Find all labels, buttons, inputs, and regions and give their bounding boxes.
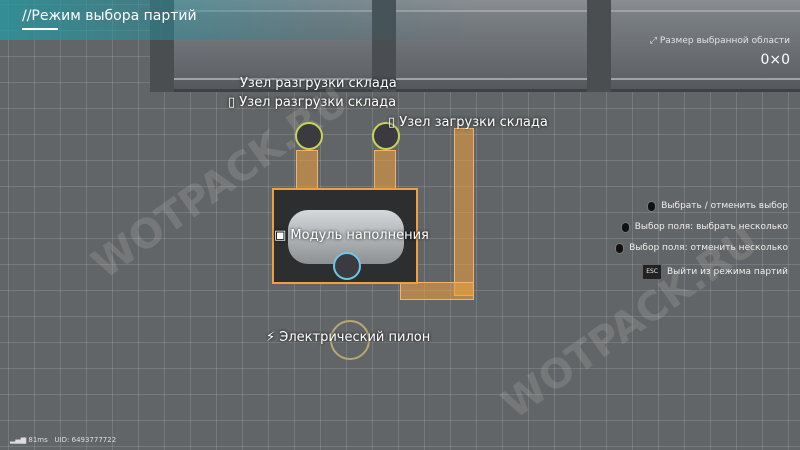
load-node-label: ▯ Узел загрузки склада: [388, 115, 548, 130]
module-output-slot[interactable]: [333, 252, 361, 280]
mouse-left-icon: [647, 200, 657, 212]
ping: 81ms: [28, 436, 48, 444]
esc-key-icon: ESC: [642, 264, 662, 280]
mode-title: //Режим выбора партий: [22, 8, 197, 24]
pylon-text: Электрический пилон: [279, 330, 431, 345]
filling-module-label: ▣ Модуль наполнения: [274, 228, 429, 243]
filling-module[interactable]: [272, 188, 418, 284]
mouse-drag-icon: [620, 221, 630, 233]
mouse-right-icon: [615, 242, 625, 254]
selection-size-text: Размер выбранной области: [659, 36, 790, 46]
hint-text: Выбор поля: выбрать несколько: [634, 222, 788, 232]
hint-exit[interactable]: ESC Выйти из режима партий: [642, 264, 788, 280]
electric-pylon[interactable]: [330, 320, 370, 360]
pylon-icon: ⚡: [266, 330, 276, 345]
hint-text: Выбрать / отменить выбор: [661, 201, 788, 211]
unload-node-label: ▯ Узел разгрузки склада: [228, 95, 397, 110]
hint-area-deselect: Выбор поля: отменить несколько: [615, 242, 788, 254]
conveyor-belt[interactable]: [296, 150, 318, 190]
load-node-text: Узел загрузки склада: [399, 115, 548, 130]
hint-text: Выбор поля: отменить несколько: [629, 243, 788, 253]
hint-text: Выйти из режима партий: [666, 267, 788, 277]
filling-module-text: Модуль наполнения: [290, 228, 429, 243]
selection-size-label: ⤢ Размер выбранной области: [649, 36, 790, 46]
unload-node-text: Узел разгрузки склада: [239, 95, 397, 110]
uid: UID: 6493777722: [54, 436, 117, 444]
status-bar: ▂▄▆ 81ms UID: 6493777722: [10, 436, 116, 444]
load-node[interactable]: [372, 122, 400, 150]
pylon-label: ⚡ Электрический пилон: [266, 330, 430, 346]
unload-node-label-duplicate: Узел разгрузки склада: [240, 76, 397, 91]
hint-select: Выбрать / отменить выбор: [647, 200, 788, 212]
conveyor-belt[interactable]: [454, 128, 474, 296]
unload-node[interactable]: [295, 122, 323, 150]
title-underline: [22, 28, 58, 30]
signal-icon: ▂▄▆: [10, 436, 27, 444]
top-bar: [0, 0, 800, 40]
conveyor-belt[interactable]: [374, 150, 396, 190]
conveyor-belt[interactable]: [400, 282, 474, 300]
hint-area-select: Выбор поля: выбрать несколько: [620, 221, 788, 233]
selection-size-value: 0×0: [760, 52, 790, 68]
